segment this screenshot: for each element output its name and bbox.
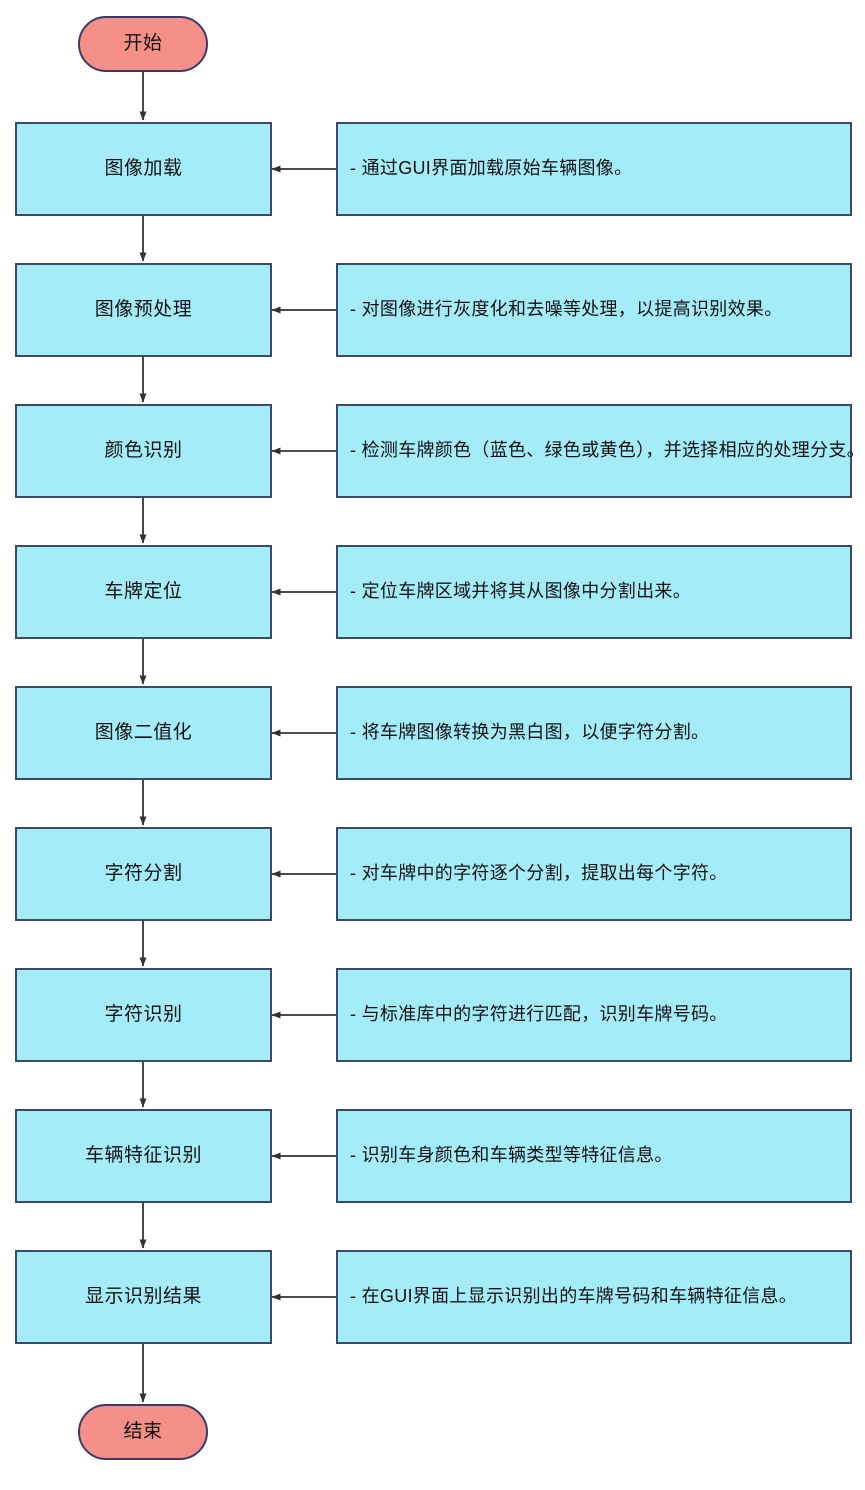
node-end-label: 结束 — [123, 1420, 163, 1442]
node-step-6-label: 字符分割 — [104, 862, 183, 884]
node-step-9-label: 显示识别结果 — [84, 1285, 202, 1307]
note-step-6-text: - 对车牌中的字符逐个分割，提取出每个字符。 — [350, 863, 728, 884]
note-step-4-text: - 定位车牌区域并将其从图像中分割出来。 — [350, 581, 691, 602]
node-step-2[interactable]: 图像预处理 — [15, 263, 272, 357]
note-step-3[interactable]: - 检测车牌颜色（蓝色、绿色或黄色），并选择相应的处理分支。 — [336, 404, 865, 498]
node-step-4[interactable]: 车牌定位 — [15, 545, 272, 639]
node-step-8-label: 车辆特征识别 — [84, 1144, 202, 1166]
node-step-3-label: 颜色识别 — [104, 439, 183, 461]
node-step-2-label: 图像预处理 — [94, 298, 193, 320]
note-step-7-text: - 与标准库中的字符进行匹配，识别车牌号码。 — [350, 1004, 728, 1025]
note-step-7[interactable]: - 与标准库中的字符进行匹配，识别车牌号码。 — [336, 968, 852, 1062]
note-step-9-text: - 在GUI界面上显示识别出的车牌号码和车辆特征信息。 — [350, 1286, 798, 1307]
node-step-3[interactable]: 颜色识别 — [15, 404, 272, 498]
node-step-5-label: 图像二值化 — [94, 721, 193, 743]
node-step-1-label: 图像加载 — [104, 157, 183, 179]
node-start[interactable]: 开始 — [78, 16, 208, 72]
node-start-label: 开始 — [123, 32, 163, 54]
note-step-9[interactable]: - 在GUI界面上显示识别出的车牌号码和车辆特征信息。 — [336, 1250, 852, 1344]
node-step-8[interactable]: 车辆特征识别 — [15, 1109, 272, 1203]
node-step-5[interactable]: 图像二值化 — [15, 686, 272, 780]
note-step-4[interactable]: - 定位车牌区域并将其从图像中分割出来。 — [336, 545, 852, 639]
note-step-2-text: - 对图像进行灰度化和去噪等处理，以提高识别效果。 — [350, 299, 783, 320]
note-step-5[interactable]: - 将车牌图像转换为黑白图，以便字符分割。 — [336, 686, 852, 780]
node-step-7[interactable]: 字符识别 — [15, 968, 272, 1062]
node-step-1[interactable]: 图像加载 — [15, 122, 272, 216]
note-step-6[interactable]: - 对车牌中的字符逐个分割，提取出每个字符。 — [336, 827, 852, 921]
node-step-4-label: 车牌定位 — [104, 580, 183, 602]
node-step-9[interactable]: 显示识别结果 — [15, 1250, 272, 1344]
note-step-3-text: - 检测车牌颜色（蓝色、绿色或黄色），并选择相应的处理分支。 — [350, 440, 865, 461]
note-step-1[interactable]: - 通过GUI界面加载原始车辆图像。 — [336, 122, 852, 216]
node-step-7-label: 字符识别 — [104, 1003, 183, 1025]
node-step-6[interactable]: 字符分割 — [15, 827, 272, 921]
note-step-1-text: - 通过GUI界面加载原始车辆图像。 — [350, 158, 633, 179]
note-step-5-text: - 将车牌图像转换为黑白图，以便字符分割。 — [350, 722, 710, 743]
note-step-8[interactable]: - 识别车身颜色和车辆类型等特征信息。 — [336, 1109, 852, 1203]
note-step-2[interactable]: - 对图像进行灰度化和去噪等处理，以提高识别效果。 — [336, 263, 852, 357]
note-step-8-text: - 识别车身颜色和车辆类型等特征信息。 — [350, 1145, 673, 1166]
node-end[interactable]: 结束 — [78, 1404, 208, 1460]
